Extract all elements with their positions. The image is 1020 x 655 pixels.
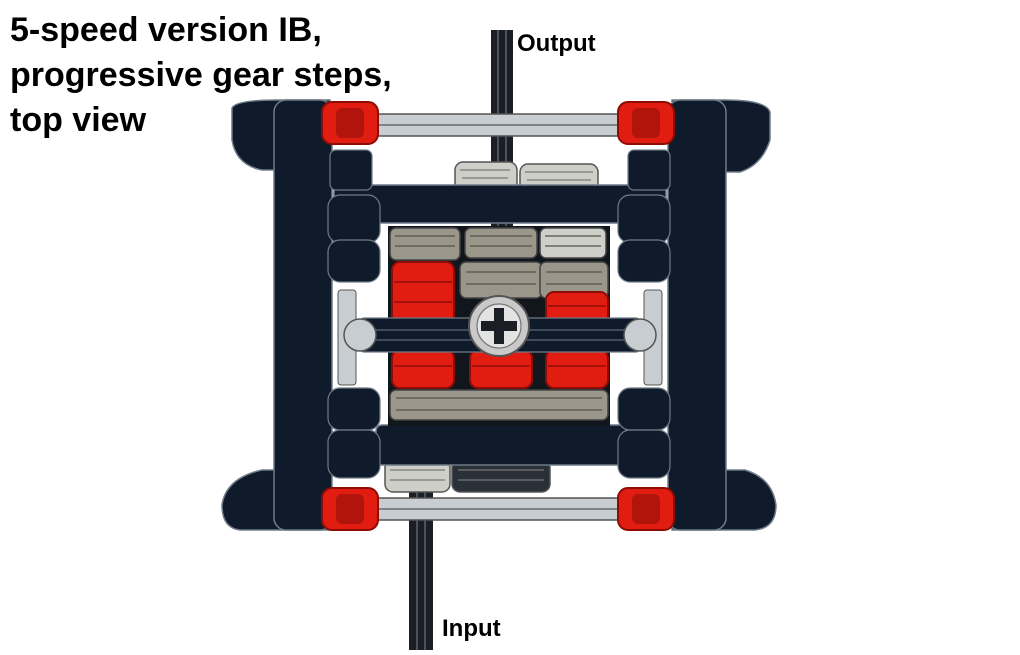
bottom-gears [384, 459, 551, 493]
gear-cluster [343, 226, 657, 426]
bottom-tie-rod [321, 487, 675, 531]
housing-frame [221, 99, 777, 531]
title-line-2: progressive gear steps, [10, 56, 392, 94]
output-label: Output [517, 30, 596, 57]
top-tie-rod [321, 101, 675, 145]
title-line-3: top view [10, 101, 147, 139]
title-line-1: 5-speed version IB, [10, 11, 322, 49]
diagram-title: 5-speed version IB, progressive gear ste… [10, 8, 392, 143]
input-label: Input [442, 615, 501, 642]
